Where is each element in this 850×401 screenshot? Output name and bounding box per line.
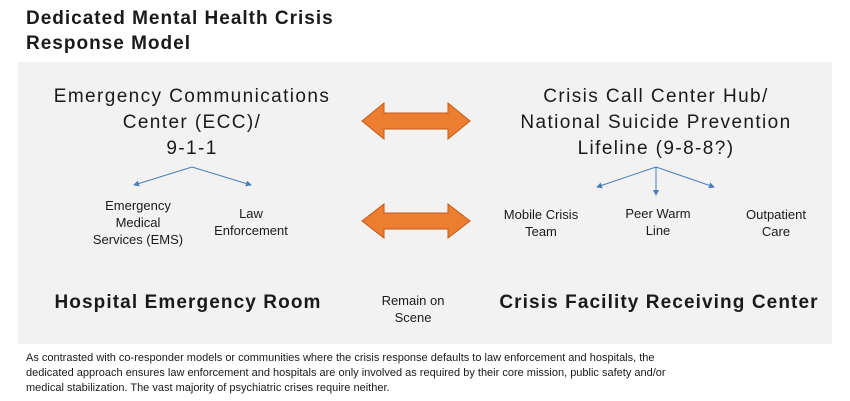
peer-warm-line-node: Peer Warm Line: [608, 205, 708, 239]
ems-node: Emergency Medical Services (EMS): [78, 197, 198, 248]
double-arrow-middle: [361, 202, 471, 240]
connector-hub-to-mobile: [596, 166, 657, 189]
ecc-line-2: Center (ECC)/: [122, 112, 262, 133]
connector-ecc-to-law: [191, 166, 252, 187]
remain-line-2: Scene: [394, 310, 432, 325]
footer-line-2: dedicated approach ensures law enforceme…: [26, 367, 666, 379]
remain-line-1: Remain on: [381, 293, 445, 308]
connector-hub-to-outpatient: [655, 166, 715, 189]
crisis-facility-receiving-center: Crisis Facility Receiving Center: [499, 292, 819, 313]
crisis-hub-line-1: Crisis Call Center Hub/: [543, 86, 769, 107]
ems-line-2: Medical: [115, 215, 161, 230]
title-line-2: Response Model: [26, 33, 191, 54]
footer-note: As contrasted with co-responder models o…: [26, 351, 836, 396]
outpatient-care-node: Outpatient Care: [724, 206, 828, 240]
mobile-crisis-team-node: Mobile Crisis Team: [488, 206, 594, 240]
hospital-emergency-room: Hospital Emergency Room: [54, 292, 322, 313]
ecc-line-3: 9-1-1: [166, 138, 218, 159]
ecc-line-1: Emergency Communications: [53, 86, 331, 107]
peer-line-2: Line: [645, 223, 671, 238]
remain-on-scene: Remain on Scene: [360, 292, 466, 326]
ems-line-1: Emergency: [105, 198, 171, 213]
ems-line-3: Services (EMS): [92, 232, 184, 247]
crisis-call-center-node: Crisis Call Center Hub/ National Suicide…: [482, 84, 830, 162]
outpatient-line-1: Outpatient: [746, 207, 806, 222]
title-line-1: Dedicated Mental Health Crisis: [26, 8, 334, 29]
law-enforcement-node: Law Enforcement: [196, 205, 306, 239]
mobile-line-2: Team: [525, 224, 557, 239]
diagram-panel: [18, 62, 832, 344]
outpatient-line-2: Care: [761, 224, 791, 239]
diagram-title: Dedicated Mental Health Crisis Response …: [26, 6, 446, 56]
peer-line-1: Peer Warm: [625, 206, 691, 221]
law-line-2: Enforcement: [214, 223, 288, 238]
footer-line-3: medical stabilization. The vast majority…: [26, 382, 390, 394]
double-arrow-top: [361, 101, 471, 141]
mobile-line-1: Mobile Crisis: [503, 207, 579, 222]
crisis-hub-line-2: National Suicide Prevention: [520, 112, 792, 133]
connector-ecc-to-ems: [133, 166, 193, 187]
ecc-node: Emergency Communications Center (ECC)/ 9…: [30, 84, 354, 162]
footer-line-1: As contrasted with co-responder models o…: [26, 352, 655, 364]
law-line-1: Law: [239, 206, 263, 221]
crisis-hub-line-3: Lifeline (9-8-8?): [577, 138, 735, 159]
